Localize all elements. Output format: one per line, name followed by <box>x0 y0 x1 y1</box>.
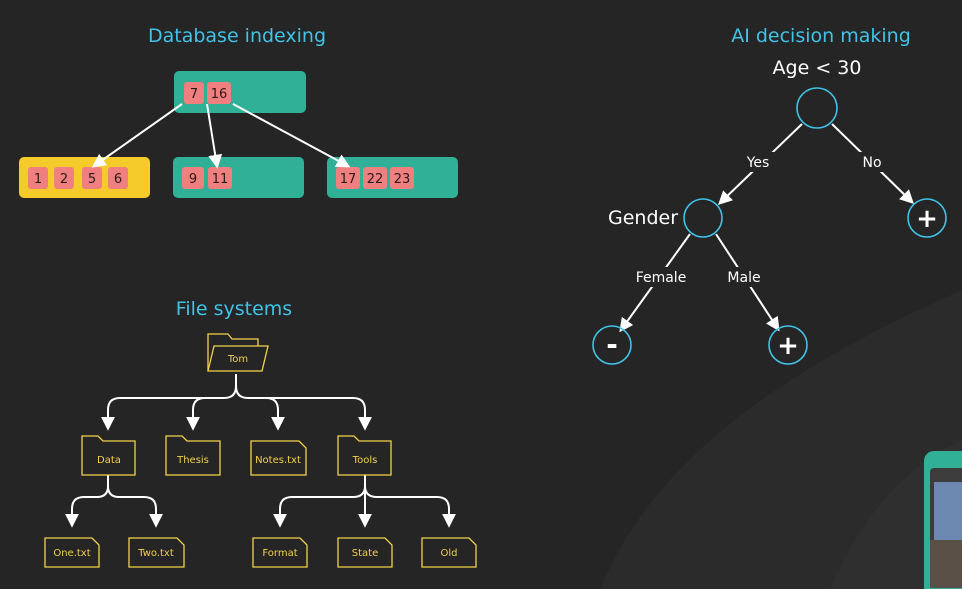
btree-key-cell <box>363 167 387 189</box>
background-swoosh <box>600 290 962 589</box>
filesystem-branch-notes <box>265 397 285 431</box>
btree-leaf-node-2: 9 11 <box>173 157 304 198</box>
btree-root-key-cell <box>207 82 231 104</box>
folder-data: Data <box>81 435 136 476</box>
btree-pointer-arrows <box>91 103 351 169</box>
decision-no-label: No <box>862 155 881 171</box>
btree-key-cell <box>108 167 128 189</box>
file-label: State <box>352 548 378 559</box>
file-old: Old <box>421 537 477 568</box>
folder-thesis: Thesis <box>165 435 221 476</box>
file-two: Two.txt <box>128 537 185 568</box>
btree-leaf-key: 6 <box>114 172 122 187</box>
decision-gender-node <box>683 198 723 238</box>
btree-leaf-key: 11 <box>212 172 229 187</box>
btree-root-key-cell <box>184 82 204 104</box>
folder-label: Thesis <box>176 455 209 466</box>
folder-icon <box>337 435 392 476</box>
btree-leaf-key: 1 <box>34 172 42 187</box>
file-label: Notes.txt <box>255 455 301 466</box>
decision-male-label: Male <box>727 270 760 286</box>
decision-leaf-circle <box>768 325 808 365</box>
folder-root-tom: Tom <box>207 333 269 372</box>
file-label: Old <box>441 548 458 559</box>
decision-yes-label: Yes <box>746 155 770 171</box>
btree-root-key: 16 <box>211 87 228 102</box>
file-label: Two.txt <box>137 548 174 559</box>
btree-pointer-arrow <box>232 103 351 168</box>
file-format: Format <box>252 537 308 568</box>
filesystem-connectors <box>65 374 456 528</box>
decision-leaf-circle <box>907 198 947 238</box>
file-icon <box>250 440 307 476</box>
btree-root-key: 7 <box>190 87 198 102</box>
btree-key-cell <box>336 167 360 189</box>
filesystem-branch-data <box>101 374 237 431</box>
filesystem-branch-format <box>273 485 366 528</box>
decision-leaf-no: + <box>907 198 947 238</box>
folder-label: Tom <box>227 354 248 365</box>
open-folder-front <box>207 345 269 372</box>
decision-root-question: Age < 30 <box>773 57 862 79</box>
btree-root-node: 7 16 <box>174 71 306 113</box>
file-icon <box>421 537 477 568</box>
file-notes: Notes.txt <box>250 440 307 476</box>
folder-tools: Tools <box>337 435 392 476</box>
btree-key-cell <box>208 167 232 189</box>
filesystem-branch-two <box>107 485 163 528</box>
file-systems-title: File systems <box>176 298 292 320</box>
file-state: State <box>337 537 393 568</box>
btree-leaf-node-3: 17 22 23 <box>327 157 458 198</box>
file-icon <box>337 537 393 568</box>
btree-leaf-key: 22 <box>367 172 384 187</box>
plus-icon: + <box>916 204 938 234</box>
folder-icon <box>81 435 136 476</box>
minus-icon: - <box>606 328 618 361</box>
folder-label: Tools <box>352 455 378 466</box>
folder-label: Data <box>97 455 121 466</box>
btree-leaf-node-1: 1 2 5 6 <box>19 157 150 198</box>
decision-leaf-circle <box>592 325 632 365</box>
filesystem-branch-tools <box>235 385 372 431</box>
file-icon <box>252 537 308 568</box>
database-indexing-title: Database indexing <box>148 25 326 47</box>
filesystem-branch-old <box>364 485 456 528</box>
btree-leaf-key: 23 <box>394 172 411 187</box>
btree-key-cell <box>182 167 204 189</box>
webcam-thumbnail <box>924 451 962 589</box>
decision-female-label: Female <box>636 270 687 286</box>
folder-icon <box>165 435 221 476</box>
decision-leaf-female: - <box>592 325 632 365</box>
file-icon <box>44 537 100 568</box>
decision-root-node <box>796 87 838 129</box>
decision-edge-labels: Yes No Female Male <box>632 152 886 287</box>
file-one: One.txt <box>44 537 100 568</box>
plus-icon: + <box>777 331 799 361</box>
file-label: Format <box>262 548 297 559</box>
btree-leaf-key: 17 <box>340 172 357 187</box>
btree-leaf-key: 5 <box>88 172 96 187</box>
btree-key-cell <box>390 167 414 189</box>
ai-decision-title: AI decision making <box>731 25 911 47</box>
file-icon <box>128 537 185 568</box>
decision-gender-question: Gender <box>608 207 678 229</box>
btree-key-cell <box>54 167 74 189</box>
decision-leaf-male: + <box>768 325 808 365</box>
btree-pointer-arrow <box>206 103 223 169</box>
file-label: One.txt <box>53 548 90 559</box>
filesystem-branch-one <box>65 475 109 528</box>
btree-pointer-arrow <box>91 103 183 168</box>
filesystem-branch-thesis <box>186 397 206 431</box>
btree-leaf-key: 2 <box>60 172 68 187</box>
btree-leaf-key: 9 <box>189 172 197 187</box>
btree-key-cell <box>82 167 102 189</box>
btree-key-cell <box>28 167 48 189</box>
